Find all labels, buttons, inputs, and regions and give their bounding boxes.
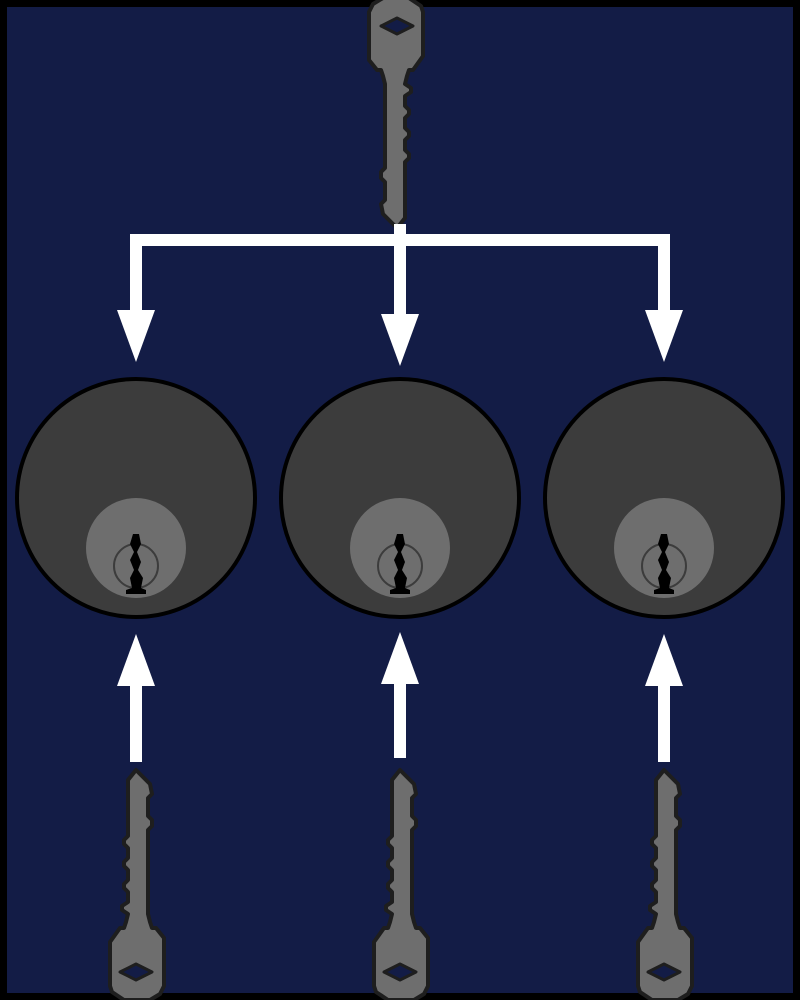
lock-cylinder-left (15, 377, 257, 619)
arrow-down-right (645, 310, 683, 362)
arrow-up-right-shaft (658, 680, 670, 762)
master-key-connector (117, 224, 683, 366)
arrow-up-left-shaft (130, 680, 142, 762)
arrow-down-center (381, 314, 419, 366)
arrow-up-left (117, 634, 155, 686)
arrow-down-left (117, 310, 155, 362)
connector-drop-left (130, 234, 142, 314)
arrow-up-center (381, 632, 419, 684)
arrow-up-right (645, 634, 683, 686)
connector-drop-right (658, 234, 670, 314)
lock-cylinder-right (543, 377, 785, 619)
change-key-connectors (117, 632, 683, 762)
connector-drop-center (394, 234, 406, 318)
lock-cylinder-center (279, 377, 521, 619)
arrow-up-center-shaft (394, 678, 406, 758)
